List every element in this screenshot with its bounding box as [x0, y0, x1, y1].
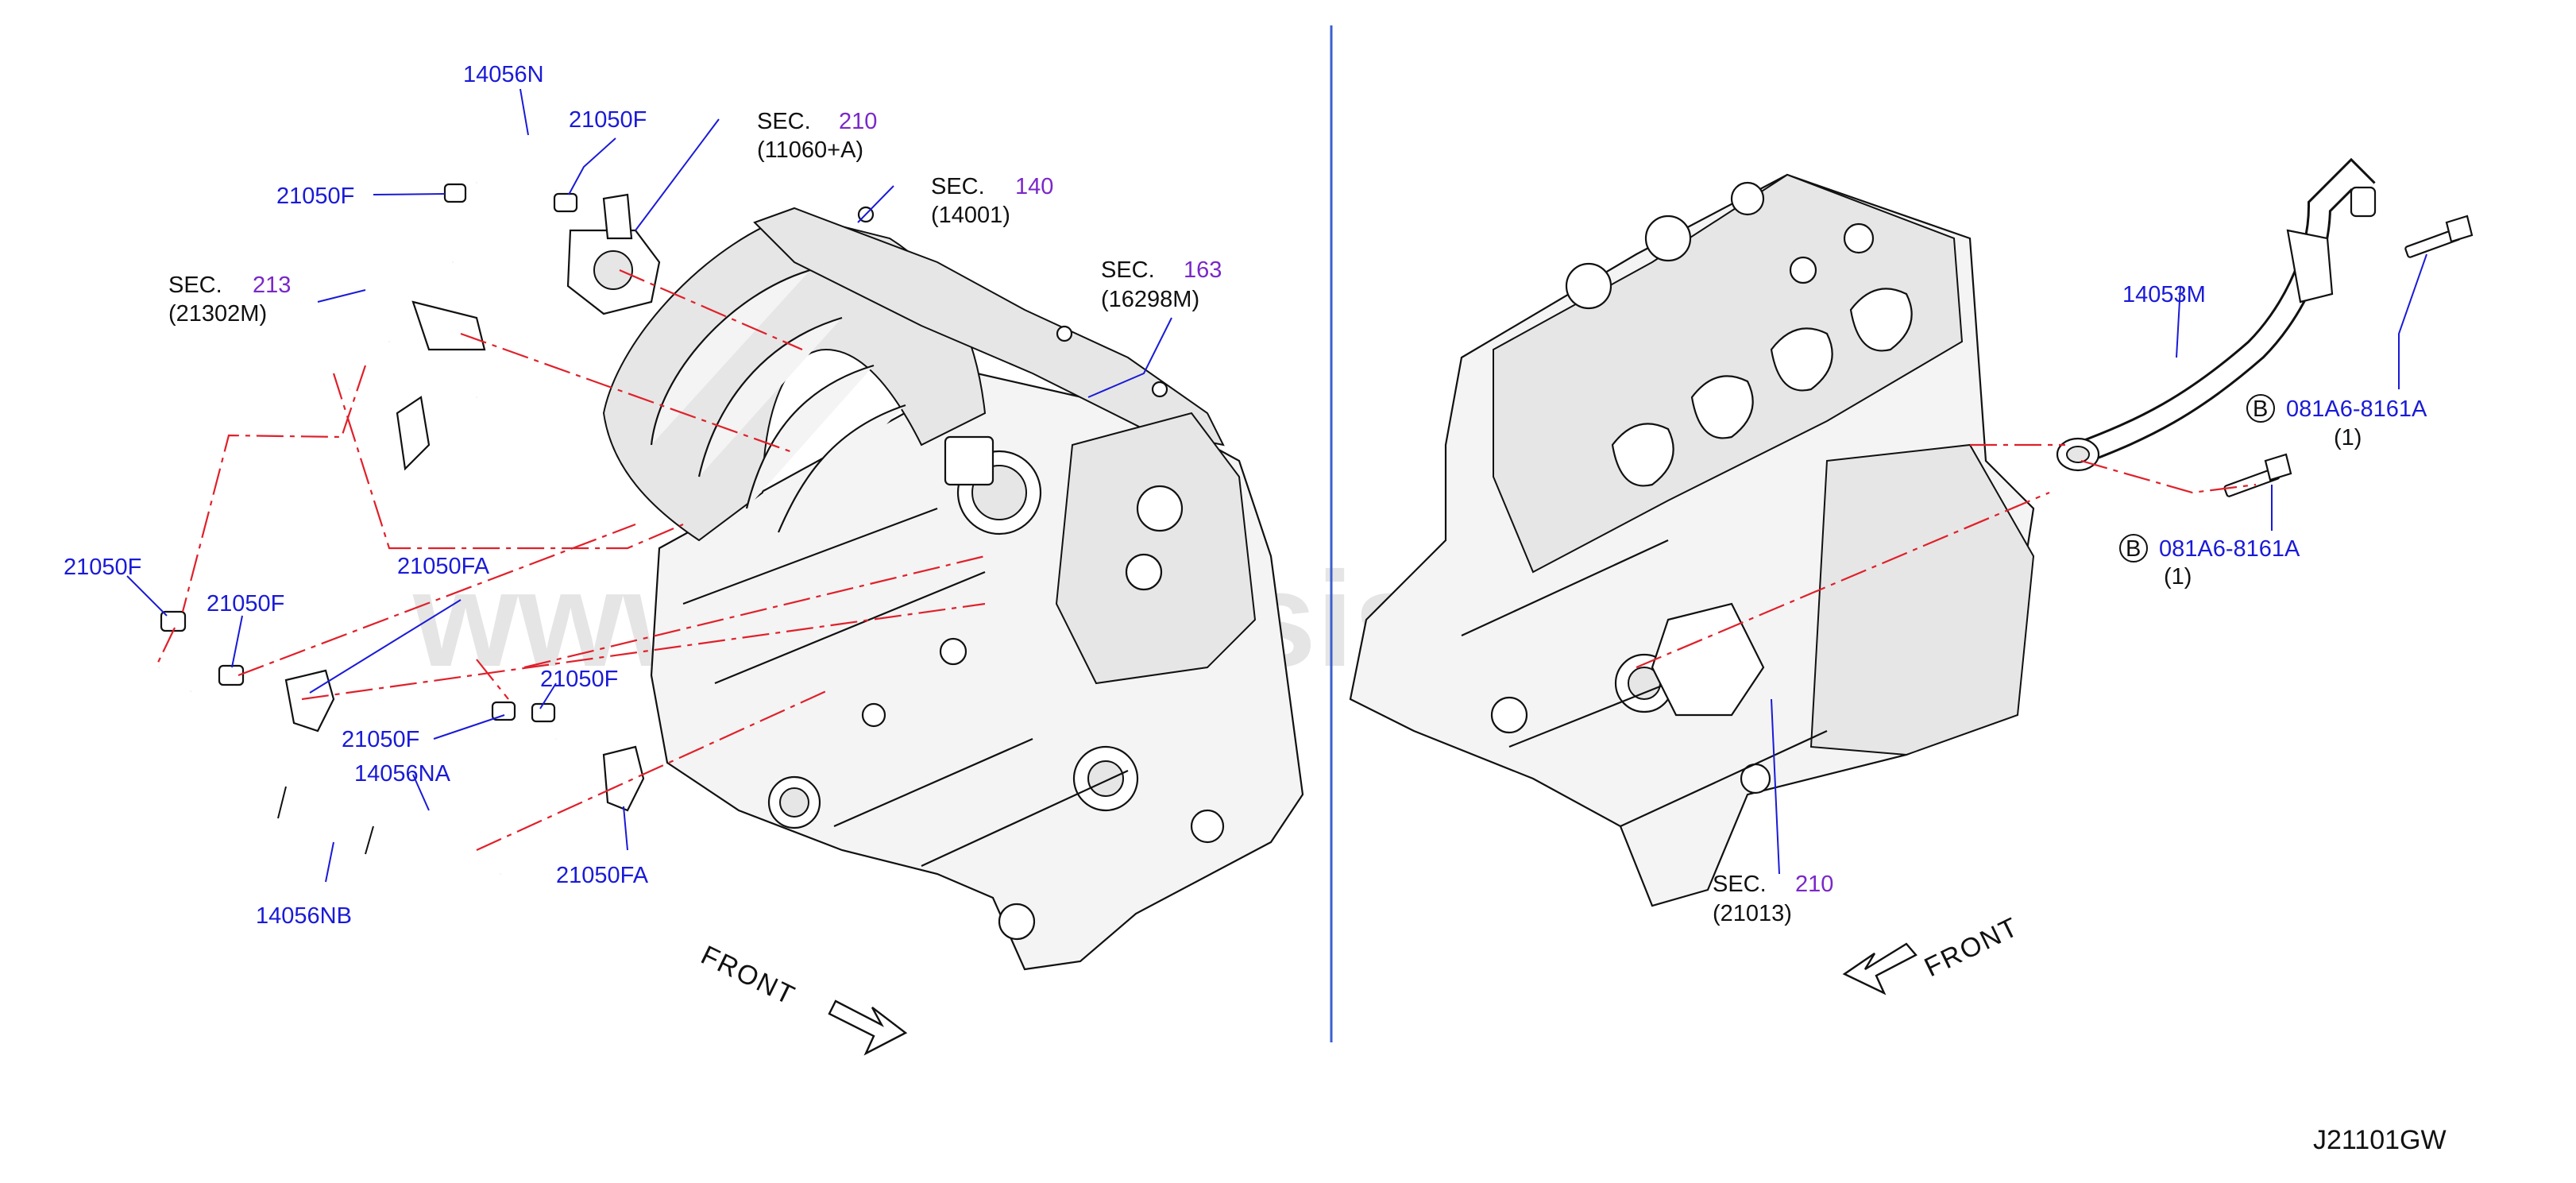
- qty-upper: (1): [2334, 425, 2362, 450]
- label-21050FA-lower: 21050FA: [556, 863, 649, 888]
- sec-ref-16298M: (16298M): [1101, 287, 1199, 312]
- label-14056N: 14056N: [463, 62, 544, 87]
- left-hoses: [145, 135, 661, 883]
- label-081A6-8161A-upper: 081A6-8161A: [2286, 396, 2427, 422]
- label-14056NB: 14056NB: [256, 903, 352, 929]
- sec-ref-21013: (21013): [1713, 901, 1792, 926]
- label-21050F-mid: 21050F: [207, 591, 284, 617]
- front-label-right: FRONT: [1920, 911, 2024, 983]
- sec-number-210b: 210: [1795, 872, 1833, 897]
- label-081A6-8161A-lower: 081A6-8161A: [2159, 536, 2300, 562]
- right-pipe-assembly: [2056, 157, 2474, 497]
- label-21050FA-upper: 21050FA: [397, 554, 490, 579]
- front-indicator-left: FRONT: [696, 940, 908, 1056]
- bolt-marker-upper: B: [2253, 396, 2268, 422]
- sec-ref-11060A: (11060+A): [757, 137, 863, 163]
- left-engine-block: [602, 206, 1304, 971]
- sec-number-163: 163: [1184, 257, 1222, 283]
- sec-ref-21302M: (21302M): [168, 301, 267, 327]
- leader-lines: [126, 88, 2427, 883]
- label-14053M: 14053M: [2122, 282, 2206, 307]
- label-21050F-lower-right: 21050F: [540, 667, 618, 692]
- label-21050F-top-right: 21050F: [569, 107, 647, 133]
- qty-lower: (1): [2164, 564, 2192, 590]
- phantom-lines: [155, 269, 2257, 852]
- sec-prefix-163: SEC.: [1101, 257, 1155, 283]
- front-arrow-right-icon: [1842, 942, 1918, 995]
- diagram-code: J21101GW: [2313, 1125, 2447, 1155]
- right-engine-block: [1349, 173, 2035, 907]
- sec-prefix-210b: SEC.: [1713, 872, 1767, 897]
- label-21050F-lower-left: 21050F: [342, 727, 419, 752]
- sec-prefix-213: SEC.: [168, 273, 222, 298]
- label-21050F-top-left: 21050F: [276, 184, 354, 209]
- bolt-marker-lower: B: [2126, 536, 2141, 562]
- label-14056NA: 14056NA: [354, 761, 451, 787]
- front-arrow-left-icon: [828, 999, 908, 1056]
- right-labels: 14053M B 081A6-8161A (1) B 081A6-8161A (…: [1713, 282, 2427, 926]
- front-label-left: FRONT: [696, 940, 800, 1011]
- bolt-marker-circle-lower: [2119, 534, 2148, 563]
- sec-prefix-140: SEC.: [931, 174, 985, 199]
- label-21050F-left: 21050F: [64, 555, 141, 580]
- left-labels: 14056N 21050F 21050F SEC. 210 (11060+A) …: [64, 62, 1222, 929]
- sec-prefix-210a: SEC.: [757, 109, 811, 134]
- sec-number-213: 213: [253, 273, 291, 298]
- front-indicator-right: FRONT: [1842, 911, 2024, 995]
- sec-number-210a: 210: [839, 109, 877, 134]
- bolt-marker-circle-upper: [2246, 394, 2275, 423]
- sec-ref-14001: (14001): [931, 203, 1010, 228]
- sec-number-140: 140: [1015, 174, 1053, 199]
